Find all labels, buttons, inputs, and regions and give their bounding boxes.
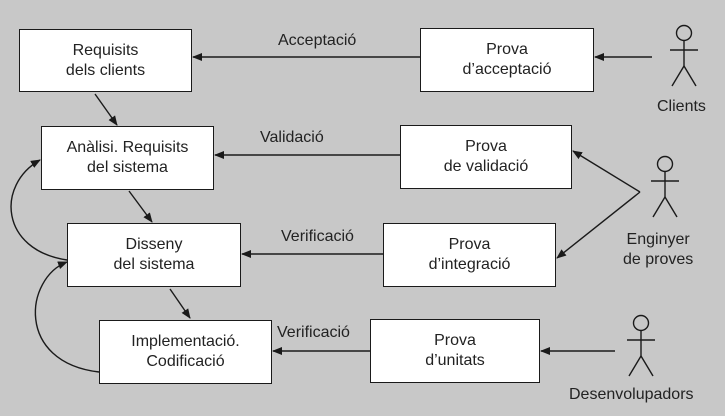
actor-label-clients: Clients bbox=[657, 97, 706, 117]
box-line: de validació bbox=[443, 158, 529, 175]
box-line: Implementació. bbox=[131, 333, 240, 350]
arrow-enginyer-integracio bbox=[556, 191, 641, 259]
feedback-implementacio-disseny bbox=[34, 261, 100, 373]
box-line: Anàlisi. Requisits bbox=[66, 139, 189, 156]
box-prova-integracio: Prova d’integració bbox=[383, 223, 556, 287]
box-line: d’acceptació bbox=[462, 61, 552, 78]
box-line: del sistema bbox=[87, 159, 168, 176]
box-line: d’integració bbox=[428, 256, 511, 273]
actor-label-enginyer: Enginyer de proves bbox=[623, 230, 693, 270]
box-disseny: Disseny del sistema bbox=[67, 223, 241, 287]
actor-label-line: de proves bbox=[623, 251, 694, 268]
box-line: del sistema bbox=[113, 256, 195, 273]
box-line: Codificació bbox=[146, 353, 225, 370]
desenvolupadors-actor-figure bbox=[627, 314, 655, 377]
arrow-analisi-disseny bbox=[128, 190, 153, 223]
box-prova-unitats: Prova d’unitats bbox=[370, 319, 540, 383]
feedback-disseny-analisi bbox=[10, 159, 68, 261]
box-prova-acceptacio: Prova d’acceptació bbox=[420, 28, 594, 92]
actor-label-line: Clients bbox=[657, 98, 706, 115]
box-implementacio: Implementació. Codificació bbox=[99, 320, 272, 384]
label-acceptacio: Acceptació bbox=[278, 32, 357, 49]
box-analisi-requisits: Anàlisi. Requisits del sistema bbox=[41, 126, 214, 190]
box-prova-validacio: Prova de validació bbox=[400, 125, 572, 189]
box-line: Prova bbox=[434, 332, 476, 349]
box-line: Prova bbox=[486, 41, 528, 58]
box-line: d’unitats bbox=[425, 352, 485, 369]
arrow-disseny-implementacio bbox=[169, 288, 191, 319]
box-line: dels clients bbox=[65, 61, 146, 79]
arrow-enginyer-validacio bbox=[572, 150, 641, 193]
clients-actor-figure bbox=[670, 24, 698, 87]
actor-label-line: Enginyer bbox=[626, 231, 690, 248]
label-validacio: Validació bbox=[260, 129, 324, 146]
box-line: Disseny bbox=[125, 236, 183, 253]
box-line: Prova bbox=[448, 236, 491, 253]
box-line: Requisits bbox=[72, 41, 139, 59]
box-requisits-clients: Requisits dels clients bbox=[19, 29, 192, 92]
label-verificacio-unitats: Verificació bbox=[277, 324, 350, 341]
enginyer-actor-figure bbox=[651, 155, 679, 218]
actor-label-desenvolupadors: Desenvolupadors bbox=[569, 385, 694, 405]
actor-label-line: Desenvolupadors bbox=[569, 386, 694, 403]
box-line: Prova bbox=[465, 138, 507, 155]
label-verificacio-integracio: Verificació bbox=[281, 228, 354, 245]
arrow-requisits-analisi bbox=[94, 93, 118, 126]
